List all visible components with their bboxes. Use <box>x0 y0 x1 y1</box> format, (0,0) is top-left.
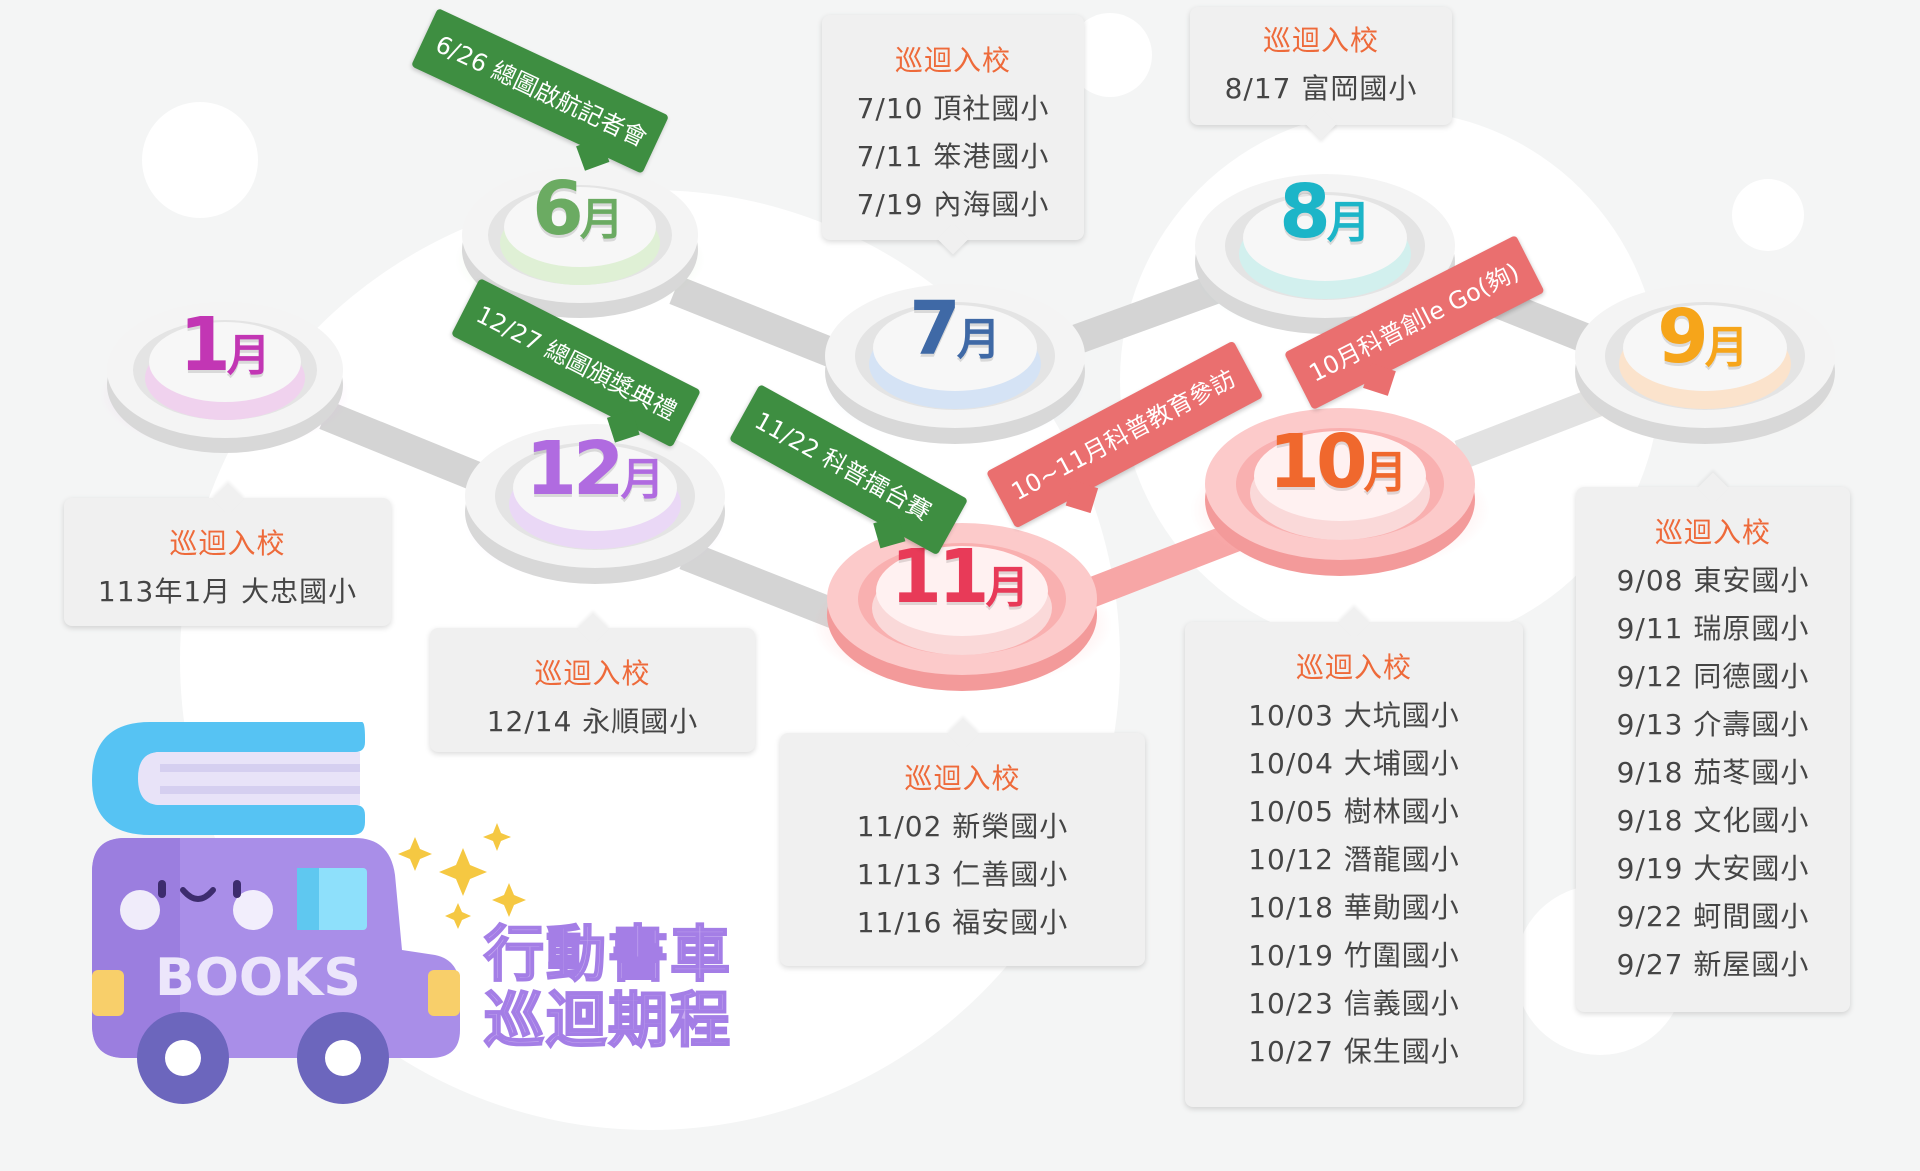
callout-line: 9/08 東安國小 <box>1616 564 1810 597</box>
callout-line: 7/19 內海國小 <box>856 188 1050 221</box>
callout-line: 10/05 樹林國小 <box>1248 795 1460 828</box>
month-num: 11 <box>890 534 990 620</box>
month-unit: 月 <box>1704 322 1749 373</box>
sparkle-icon <box>439 848 487 896</box>
platform-jun <box>455 167 705 318</box>
platform-sep <box>1575 284 1835 444</box>
callout-jan: 巡迴入校 113年1月 大忠國小 <box>64 498 391 626</box>
title-line-2: 巡迴期程 <box>483 986 732 1056</box>
book-cover <box>92 722 365 835</box>
callout-line: 9/13 介壽國小 <box>1616 708 1810 741</box>
truck-headlight <box>428 970 460 1016</box>
callout-line: 10/03 大坑國小 <box>1248 699 1460 732</box>
platform-oct <box>1190 408 1490 576</box>
callout-line: 10/27 保生國小 <box>1248 1035 1460 1068</box>
callout-title: 巡迴入校 <box>534 657 651 690</box>
month-label-jul: 7月 <box>909 292 1001 366</box>
truck-books-label: BOOKS <box>155 948 361 1008</box>
platform-aug <box>1195 174 1455 334</box>
callout-line: 9/22 蚵間國小 <box>1616 900 1810 933</box>
month-num: 7 <box>909 286 960 372</box>
platform-dec <box>465 424 725 584</box>
callout-line: 10/12 潛龍國小 <box>1248 843 1460 876</box>
bg-circle-small-top <box>1068 13 1152 97</box>
sparkle-icons <box>398 823 526 929</box>
callout-title: 巡迴入校 <box>169 527 286 560</box>
callout-line: 113年1月 大忠國小 <box>97 575 358 608</box>
callout-line: 11/02 新榮國小 <box>856 810 1069 843</box>
month-unit: 月 <box>226 330 271 381</box>
callout-title: 巡迴入校 <box>1262 24 1379 57</box>
month-num: 12 <box>525 426 625 512</box>
month-num: 10 <box>1268 419 1368 505</box>
callout-line: 9/27 新屋國小 <box>1616 948 1810 981</box>
callout-line: 9/18 文化國小 <box>1616 804 1810 837</box>
title-line-1: 行動書車 <box>483 920 732 990</box>
callout-aug: 巡迴入校 8/17 富岡國小 <box>1190 7 1452 125</box>
callout-line: 9/11 瑞原國小 <box>1616 612 1810 645</box>
callout-title: 巡迴入校 <box>904 762 1021 795</box>
callout-line: 10/04 大埔國小 <box>1248 747 1460 780</box>
bg-circle-small-left <box>142 102 258 218</box>
month-num: 8 <box>1279 169 1330 255</box>
callout-line: 9/12 同德國小 <box>1616 660 1810 693</box>
callout-line: 7/11 笨港國小 <box>856 140 1050 173</box>
truck-taillight <box>92 970 124 1016</box>
callout-line: 11/13 仁善國小 <box>856 858 1069 891</box>
month-label-jun: 6月 <box>532 172 624 246</box>
book-pages <box>138 752 360 805</box>
sparkle-icon <box>492 883 526 917</box>
month-num: 9 <box>1657 294 1708 380</box>
month-unit: 月 <box>579 194 624 245</box>
platform-nov <box>812 523 1112 691</box>
bg-circle-small-right <box>1732 179 1804 251</box>
month-label-sep: 9月 <box>1657 300 1749 374</box>
month-num: 6 <box>532 166 583 252</box>
callout-line: 7/10 頂社國小 <box>856 92 1050 125</box>
sparkle-icon <box>483 823 511 851</box>
callout-line: 9/19 大安國小 <box>1616 852 1810 885</box>
callout-line: 12/14 永順國小 <box>486 705 699 738</box>
callout-line: 8/17 富岡國小 <box>1224 72 1418 105</box>
callout-title: 巡迴入校 <box>1295 651 1412 684</box>
callout-jul: 巡迴入校 7/10 頂社國小 7/11 笨港國小 7/19 內海國小 <box>822 15 1084 240</box>
callout-sep: 巡迴入校 9/08 東安國小 9/11 瑞原國小 9/12 同德國小 9/13 … <box>1576 487 1850 1012</box>
sparkle-icon <box>445 903 471 929</box>
month-unit: 月 <box>956 314 1001 365</box>
callout-oct: 巡迴入校 10/03 大坑國小 10/04 大埔國小 10/05 樹林國小 10… <box>1185 622 1523 1107</box>
callout-line: 11/16 福安國小 <box>856 906 1069 939</box>
callout-title: 巡迴入校 <box>1654 516 1771 549</box>
callout-dec: 巡迴入校 12/14 永順國小 <box>430 628 755 752</box>
month-label-dec: 12月 <box>526 432 665 506</box>
page-title: 行動書車 巡迴期程 <box>483 920 732 1056</box>
platform-jan <box>100 302 350 453</box>
month-unit: 月 <box>1326 197 1371 248</box>
callout-nov: 巡迴入校 11/02 新榮國小 11/13 仁善國小 11/16 福安國小 <box>780 733 1145 966</box>
month-label-jan: 1月 <box>179 308 271 382</box>
callout-title: 巡迴入校 <box>894 44 1011 77</box>
callout-line: 10/19 竹圍國小 <box>1248 939 1460 972</box>
month-label-aug: 8月 <box>1279 175 1371 249</box>
month-unit: 月 <box>1363 447 1408 498</box>
month-unit: 月 <box>620 454 665 505</box>
callout-line: 10/18 華勛國小 <box>1248 891 1460 924</box>
month-num: 1 <box>179 302 230 388</box>
platform-jul <box>825 284 1085 444</box>
month-label-oct: 10月 <box>1269 425 1408 499</box>
sparkle-icon <box>398 837 432 871</box>
callout-line: 10/23 信義國小 <box>1248 987 1460 1020</box>
book-truck-illustration: BOOKS <box>92 722 460 1104</box>
month-label-nov: 11月 <box>891 540 1030 614</box>
month-unit: 月 <box>985 562 1030 613</box>
callout-line: 9/18 茄苳國小 <box>1616 756 1810 789</box>
